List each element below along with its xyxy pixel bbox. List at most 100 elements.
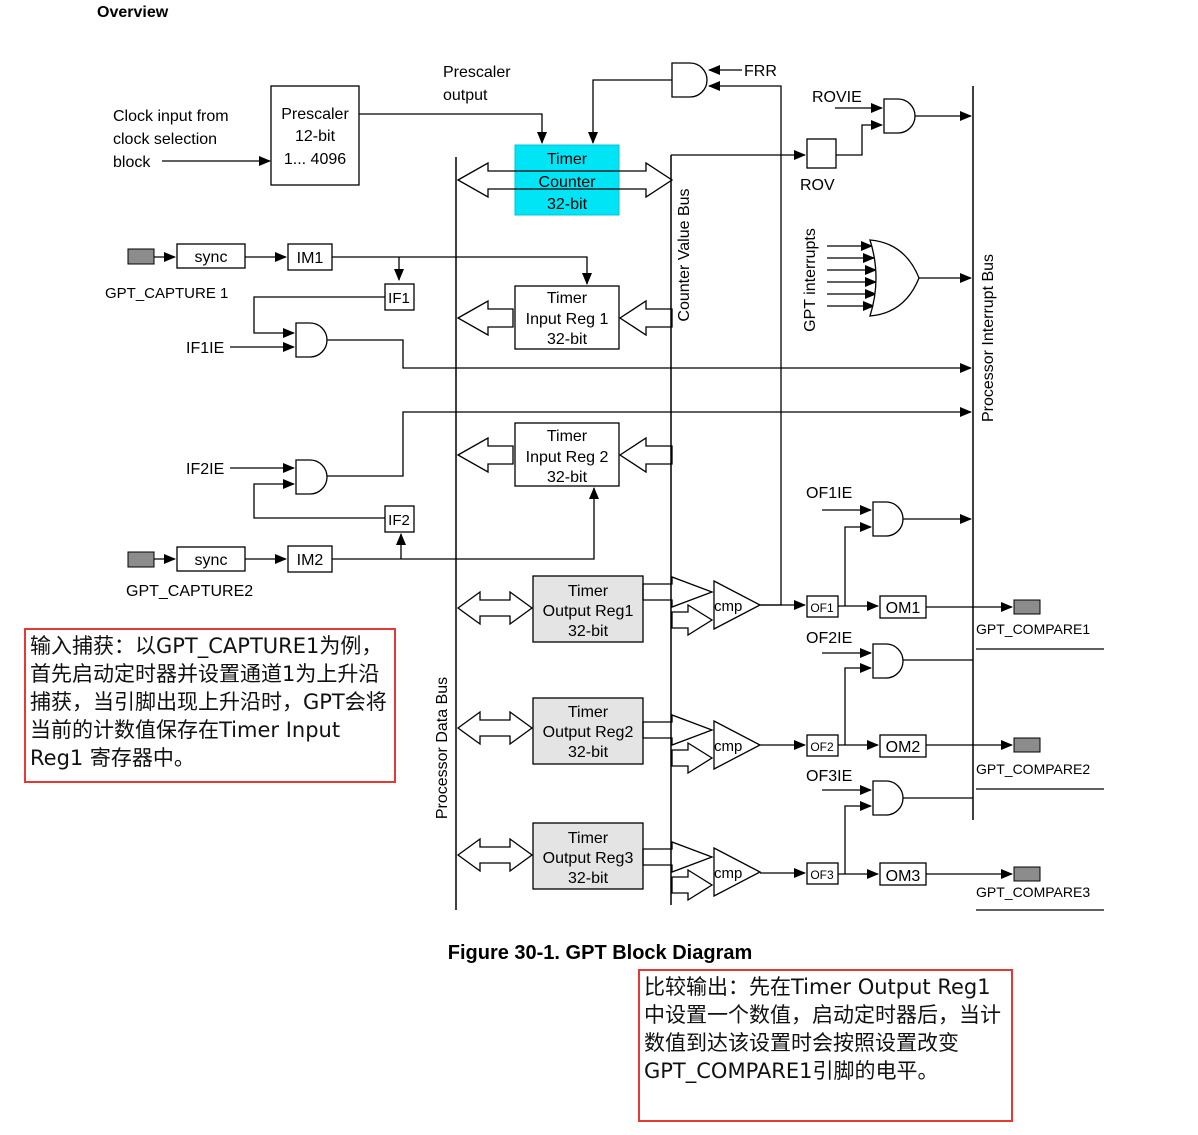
of1-label: OF1 [810, 601, 834, 615]
of2-to-gate [844, 663, 872, 745]
cmp1-label: cmp [714, 598, 742, 615]
im2-label: IM2 [297, 552, 324, 569]
output-reg3-to-cmp [642, 841, 714, 873]
gpt-interrupt-inputs [827, 241, 877, 311]
svg-text:Prescaler: Prescaler [281, 106, 349, 123]
output-reg3-bus-arrow [456, 837, 534, 873]
svg-text:clock selection: clock selection [113, 131, 217, 148]
svg-text:Timer: Timer [568, 704, 609, 721]
input-reg2-to-data-bus [456, 436, 514, 474]
if1-flag [384, 283, 415, 311]
of3-and-gate [872, 780, 904, 816]
counter-to-cmp3 [671, 868, 714, 902]
if1ie-label: IF1IE [186, 340, 224, 357]
svg-text:32-bit: 32-bit [547, 469, 588, 486]
svg-text:Input Reg 1: Input Reg 1 [526, 311, 609, 328]
of2-label: OF2 [810, 740, 834, 754]
cmp3-comparator [713, 846, 762, 898]
output-reg2-bus-arrow [456, 710, 534, 746]
if2-gate-out [327, 407, 972, 477]
svg-text:Timer: Timer [568, 830, 609, 847]
im2-to-input-reg2 [332, 487, 599, 560]
frr-gate-to-counter [588, 79, 672, 144]
gpt-capture1-label: GPT_CAPTURE 1 [105, 285, 228, 302]
rov-flag [806, 138, 837, 169]
processor-interrupt-bus-label: Processor Interrupt Bus [980, 254, 997, 422]
cmp1-comparator [713, 579, 762, 631]
svg-text:32-bit: 32-bit [547, 331, 588, 348]
gpt-compare3-label: GPT_COMPARE3 [976, 884, 1090, 900]
sync2-block [176, 546, 246, 572]
input-reg1-text: Timer Input Reg 1 32-bit [526, 290, 609, 348]
output-channel-1: Timer Output Reg1 32-bit cmp OF1 OF1IE O… [456, 485, 1104, 650]
input-reg2-block [514, 422, 620, 487]
input-reg1-block [514, 285, 620, 350]
om2-label: OM2 [886, 739, 921, 756]
output-channel-2: Timer Output Reg2 32-bit cmp OF2 OF2IE O… [456, 630, 1104, 790]
gpt-interrupts-label: GPT interrupts [802, 228, 819, 332]
output-channel-3: Timer Output Reg3 32-bit cmp OF3 OF3IE O… [456, 768, 1104, 911]
timer-counter-bus-arrow [456, 161, 674, 199]
clock-input-label: Clock input from clock selection block [113, 108, 229, 171]
sync1-block [176, 243, 246, 269]
if2-to-gate [253, 479, 385, 519]
output-reg2-block [532, 697, 644, 765]
svg-text:Prescaler: Prescaler [443, 64, 511, 81]
gpt-capture2-label: GPT_CAPTURE2 [126, 583, 253, 600]
svg-text:Output Reg3: Output Reg3 [543, 850, 634, 867]
svg-text:Output Reg2: Output Reg2 [543, 724, 634, 741]
frr-and-gate [671, 62, 708, 98]
gpt-capture2-pin [127, 551, 155, 568]
of2-and-gate [872, 643, 904, 679]
section-title: Overview [97, 4, 169, 21]
svg-text:32-bit: 32-bit [568, 623, 609, 640]
rov-to-gate-wire [836, 120, 883, 156]
of1ie-label: OF1IE [806, 485, 852, 502]
prescaler-output-wire [359, 113, 547, 144]
svg-text:32-bit: 32-bit [547, 196, 588, 213]
rovie-label: ROVIE [812, 89, 862, 106]
svg-text:Input Reg 2: Input Reg 2 [526, 449, 609, 466]
svg-text:Clock input from: Clock input from [113, 108, 229, 125]
processor-data-bus-label: Processor Data Bus [434, 677, 451, 819]
svg-text:Timer: Timer [547, 151, 588, 168]
of1-to-gate [844, 522, 872, 606]
if2ie-label: IF2IE [186, 461, 224, 478]
im1-to-input-reg1 [332, 256, 592, 285]
of2ie-label: OF2IE [806, 630, 852, 647]
prescaler-output-label: Prescaler output [443, 64, 511, 104]
of3ie-label: OF3IE [806, 768, 852, 785]
input-reg1-to-data-bus [456, 299, 514, 337]
of3-to-gate [844, 801, 872, 874]
svg-text:Counter: Counter [539, 174, 597, 191]
gpt-interrupts-or-gate [869, 239, 920, 317]
output-reg1-block [532, 575, 644, 643]
gpt-compare1-pin [1013, 599, 1041, 615]
rov-label: ROV [800, 177, 835, 194]
gpt-compare1-label: GPT_COMPARE1 [976, 621, 1090, 637]
of1-and-gate [872, 501, 904, 537]
rov-and-gate [883, 98, 916, 134]
gpt-capture1-pin [127, 248, 155, 265]
sync2-label: sync [195, 552, 228, 569]
output-reg1-to-cmp [642, 576, 714, 608]
cmp3-label: cmp [714, 865, 742, 882]
im1-label: IM1 [297, 250, 324, 267]
svg-text:Output Reg1: Output Reg1 [543, 603, 634, 620]
om1-label: OM1 [886, 600, 921, 617]
svg-text:Timer: Timer [547, 428, 588, 445]
counter-to-cmp1 [671, 603, 714, 637]
counter-to-input-reg1 [618, 299, 673, 337]
if2-flag [384, 505, 415, 533]
svg-text:block: block [113, 154, 151, 171]
if2-and-gate [295, 459, 328, 495]
of3-label: OF3 [810, 868, 834, 882]
timer-counter-block [514, 144, 620, 216]
timer-counter-text: Timer Counter 32-bit [539, 151, 597, 213]
output-reg1-bus-arrow [456, 590, 534, 626]
if1-label: IF1 [388, 290, 410, 307]
svg-text:output: output [443, 87, 488, 104]
prescaler-block [270, 85, 360, 186]
if1-to-gate [253, 296, 385, 338]
svg-text:32-bit: 32-bit [568, 870, 609, 887]
